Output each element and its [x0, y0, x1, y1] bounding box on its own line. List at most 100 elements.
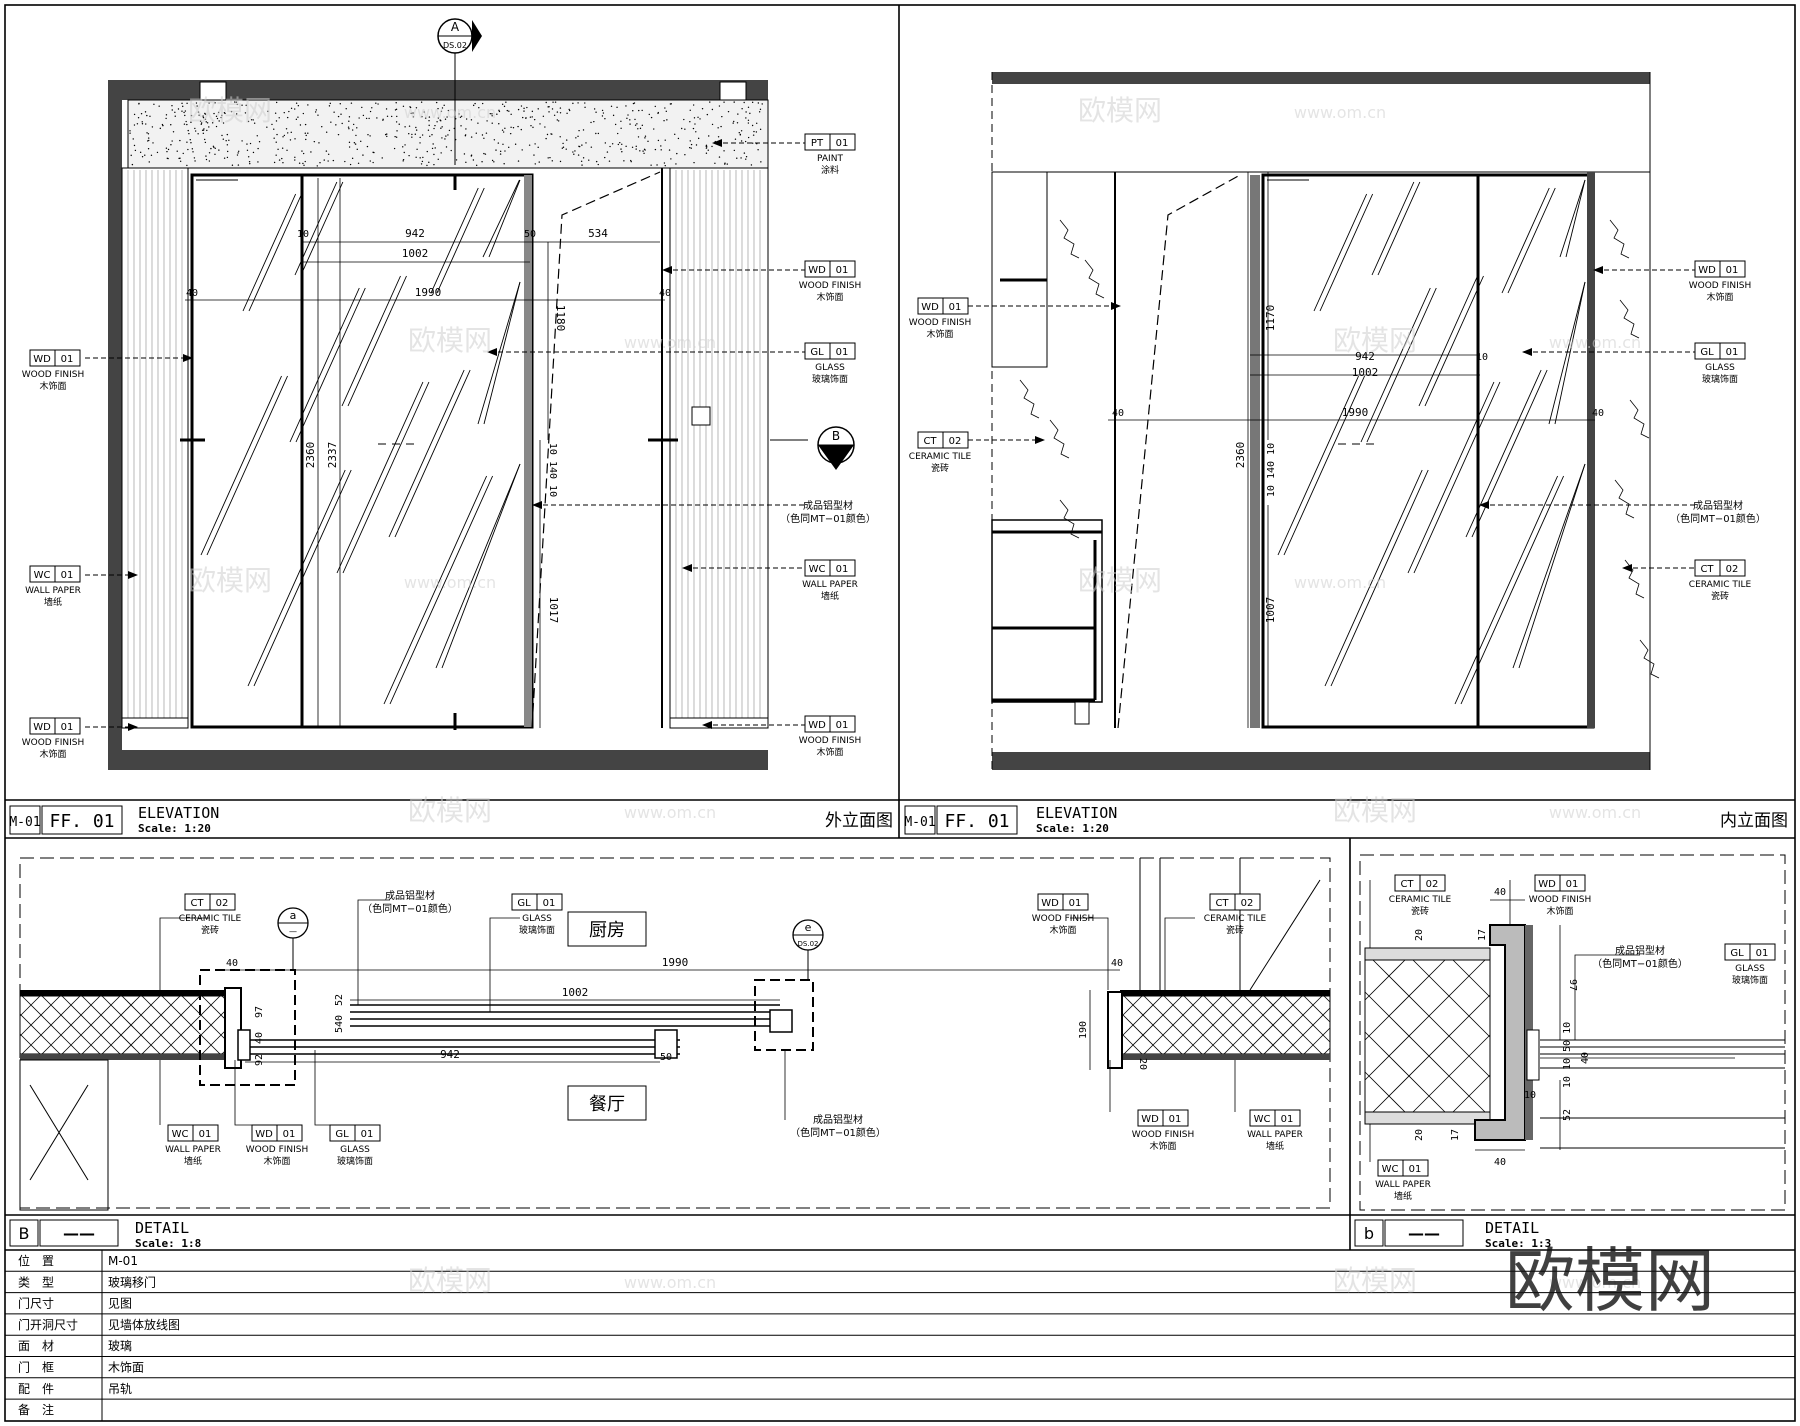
svg-text:WD: WD: [921, 302, 939, 313]
tag-wood-finish-bottom-right: WD 01 WOOD FINISH 木饰面: [1132, 1109, 1194, 1152]
dim-1002: 1002: [402, 247, 429, 260]
tag-glass-right: GL 01 GLASS 玻璃饰面: [1694, 342, 1746, 385]
svg-text:玻璃饰面: 玻璃饰面: [1732, 974, 1768, 986]
dim-1990: 1990: [662, 956, 689, 969]
tag-wallpaper-left: WC 01 WALL PAPER 墙纸: [165, 1124, 221, 1167]
svg-text:（色同MT−01颜色）: （色同MT−01颜色）: [1670, 512, 1766, 525]
svg-text:木饰面: 木饰面: [263, 1155, 290, 1167]
svg-text:www.om.cn: www.om.cn: [1294, 573, 1386, 592]
tag-wood-finish-top: WD 01 WOOD FINISH 木饰面: [799, 260, 862, 303]
svg-text:CT: CT: [190, 898, 204, 909]
svg-text:01: 01: [61, 354, 74, 365]
svg-text:WOOD FINISH: WOOD FINISH: [22, 370, 85, 380]
dim-17a: 17: [1477, 929, 1488, 941]
svg-text:CERAMIC TILE: CERAMIC TILE: [1689, 580, 1752, 590]
tag-ceramic-tile: CT 02 CERAMIC TILE 瓷砖: [1389, 874, 1452, 917]
svg-text:WC: WC: [34, 570, 51, 581]
profile-note: 成品铝型材 （色同MT−01颜色）: [1592, 944, 1688, 970]
dim-1990: 1990: [415, 286, 442, 299]
schedule-value: 玻璃: [108, 1339, 132, 1353]
svg-text:CT: CT: [1400, 879, 1414, 890]
svg-text:Scale: 1:20: Scale: 1:20: [1036, 822, 1109, 835]
tag-ceramic-tile-left: CT 02 CERAMIC TILE 瓷砖: [909, 431, 972, 474]
svg-text:GL: GL: [517, 898, 531, 909]
svg-text:欧模网: 欧模网: [408, 794, 492, 827]
svg-text:欧模网: 欧模网: [1333, 1264, 1417, 1297]
svg-text:WD: WD: [808, 720, 826, 731]
svg-text:木饰面: 木饰面: [1706, 291, 1733, 303]
svg-text:墙纸: 墙纸: [821, 590, 839, 602]
dim-40a: 40: [226, 958, 238, 969]
svg-text:01: 01: [1169, 1114, 1182, 1125]
svg-text:CT: CT: [1700, 564, 1714, 575]
svg-text:01: 01: [61, 722, 74, 733]
svg-text:欧模网: 欧模网: [1078, 94, 1162, 127]
dim-40b: 40: [1592, 408, 1604, 419]
dim-40c: 40: [254, 1032, 265, 1044]
marker-e-sheet: DS.02: [798, 940, 819, 948]
dim-17b: 17: [1450, 1129, 1461, 1141]
svg-text:01: 01: [1566, 879, 1579, 890]
panel1-title-bar: M-01 FF. 01 ELEVATION Scale: 1:20 外立面图: [9, 804, 893, 835]
dim-52: 52: [334, 994, 345, 1006]
svg-text:瓷砖: 瓷砖: [201, 924, 219, 936]
svg-text:成品铝型材: 成品铝型材: [813, 1113, 863, 1126]
svg-text:欧模网: 欧模网: [408, 324, 492, 357]
tag-wood-finish-left: WD 01 WOOD FINISH 木饰面: [22, 349, 85, 392]
svg-text:PT: PT: [811, 138, 824, 149]
svg-text:玻璃饰面: 玻璃饰面: [519, 924, 555, 936]
room-dining: 餐厅: [589, 1094, 625, 1115]
marker-a-sheet: —: [289, 927, 297, 936]
section-marker-sheet: DS.02: [443, 41, 467, 50]
schedule-label: 面 材: [18, 1339, 54, 1353]
dim-534: 534: [588, 227, 608, 240]
svg-text:WC: WC: [172, 1129, 189, 1140]
svg-text:GL: GL: [1700, 347, 1714, 358]
svg-text:WD: WD: [1538, 879, 1556, 890]
svg-text:WALL PAPER: WALL PAPER: [25, 586, 81, 596]
tag-ceramic-tile-right: CT 02 CERAMIC TILE 瓷砖: [1204, 893, 1267, 936]
svg-text:WC: WC: [1254, 1114, 1271, 1125]
svg-text:（色同MT−01颜色）: （色同MT−01颜色）: [780, 512, 876, 525]
dim-52: 52: [1562, 1109, 1573, 1121]
dim-10: 10: [297, 229, 309, 240]
profile-note: 成品铝型材 （色同MT−01颜色）: [1670, 499, 1766, 525]
svg-text:www.om.cn: www.om.cn: [1549, 803, 1641, 822]
svg-text:WOOD FINISH: WOOD FINISH: [246, 1145, 309, 1155]
svg-text:GLASS: GLASS: [815, 363, 845, 373]
tag-glass: GL 01 GLASS 玻璃饰面: [1724, 943, 1776, 986]
svg-text:01: 01: [949, 302, 962, 313]
svg-text:01: 01: [1756, 948, 1769, 959]
panel2-title-bar: M-01 FF. 01 ELEVATION Scale: 1:20 内立面图: [904, 804, 1788, 835]
dim-10: 10: [1524, 1090, 1536, 1101]
svg-text:CERAMIC TILE: CERAMIC TILE: [909, 452, 972, 462]
svg-text:（色同MT−01颜色）: （色同MT−01颜色）: [790, 1126, 886, 1139]
svg-text:木饰面: 木饰面: [816, 746, 843, 758]
svg-text:内立面图: 内立面图: [1720, 811, 1788, 831]
profile-note: 成品铝型材 （色同MT−01颜色）: [780, 499, 876, 525]
svg-text:木饰面: 木饰面: [1149, 1140, 1176, 1152]
svg-text:www.om.cn: www.om.cn: [1549, 333, 1641, 352]
svg-text:www.om.cn: www.om.cn: [624, 1273, 716, 1292]
svg-text:PAINT: PAINT: [817, 154, 843, 164]
tag-paint: PT 01 PAINT 涂料: [804, 133, 856, 176]
svg-text:外立面图: 外立面图: [825, 811, 893, 831]
dim-540: 540: [334, 1015, 345, 1033]
svg-text:木饰面: 木饰面: [1546, 905, 1573, 917]
svg-text:成品铝型材: 成品铝型材: [803, 499, 853, 512]
svg-text:木饰面: 木饰面: [39, 748, 66, 760]
svg-text:WOOD FINISH: WOOD FINISH: [799, 281, 862, 291]
svg-text:墙纸: 墙纸: [1266, 1140, 1284, 1152]
schedule-value: 见墙体放线图: [108, 1317, 180, 1332]
svg-text:GL: GL: [335, 1129, 349, 1140]
svg-text:墙纸: 墙纸: [184, 1155, 202, 1167]
svg-text:成品铝型材: 成品铝型材: [1693, 499, 1743, 512]
svg-text:01: 01: [836, 720, 849, 731]
svg-text:www.om.cn: www.om.cn: [624, 803, 716, 822]
elevation-marker-letter: B: [832, 429, 840, 443]
dim-942: 942: [440, 1048, 460, 1061]
tag-wallpaper-left: WC 01 WALL PAPER 墙纸: [25, 565, 81, 608]
svg-text:M-01: M-01: [904, 815, 935, 830]
